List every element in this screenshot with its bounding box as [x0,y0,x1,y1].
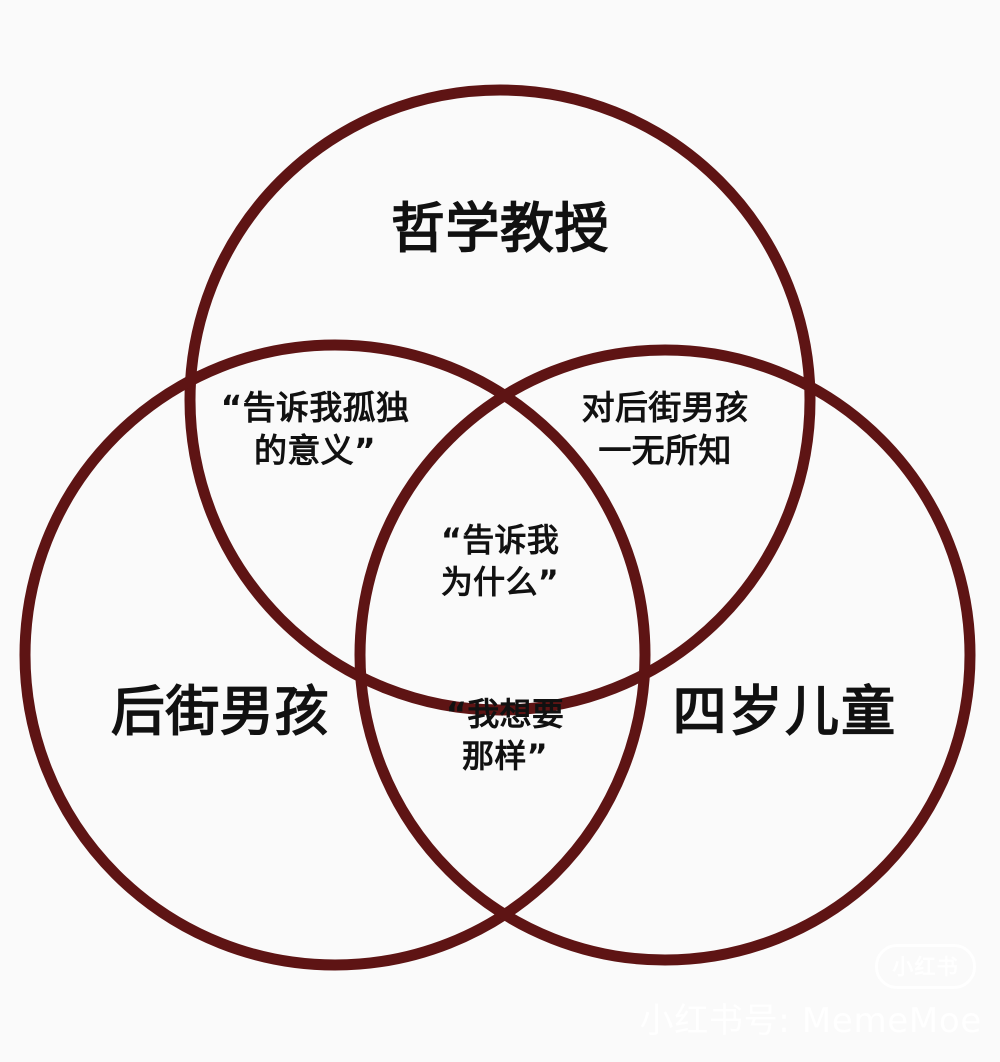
set-label-philosophy-professor: 哲学教授 [390,197,610,260]
circle-four-year-old [354,344,976,966]
circle-backstreet-boys [19,339,651,971]
set-label-backstreet-boys: 后街男孩 [110,680,330,743]
region-label-top-and-left: “告诉我孤独 的意义” [220,388,410,470]
circle-philosophy-professor [184,84,816,716]
set-label-four-year-old: 四岁儿童 [672,680,898,743]
region-label-all-three: “告诉我 为什么” [440,521,560,601]
region-label-left-and-right: “我想要 那样” [445,695,565,775]
region-label-top-and-right: 对后街男孩 一无所知 [581,388,749,470]
